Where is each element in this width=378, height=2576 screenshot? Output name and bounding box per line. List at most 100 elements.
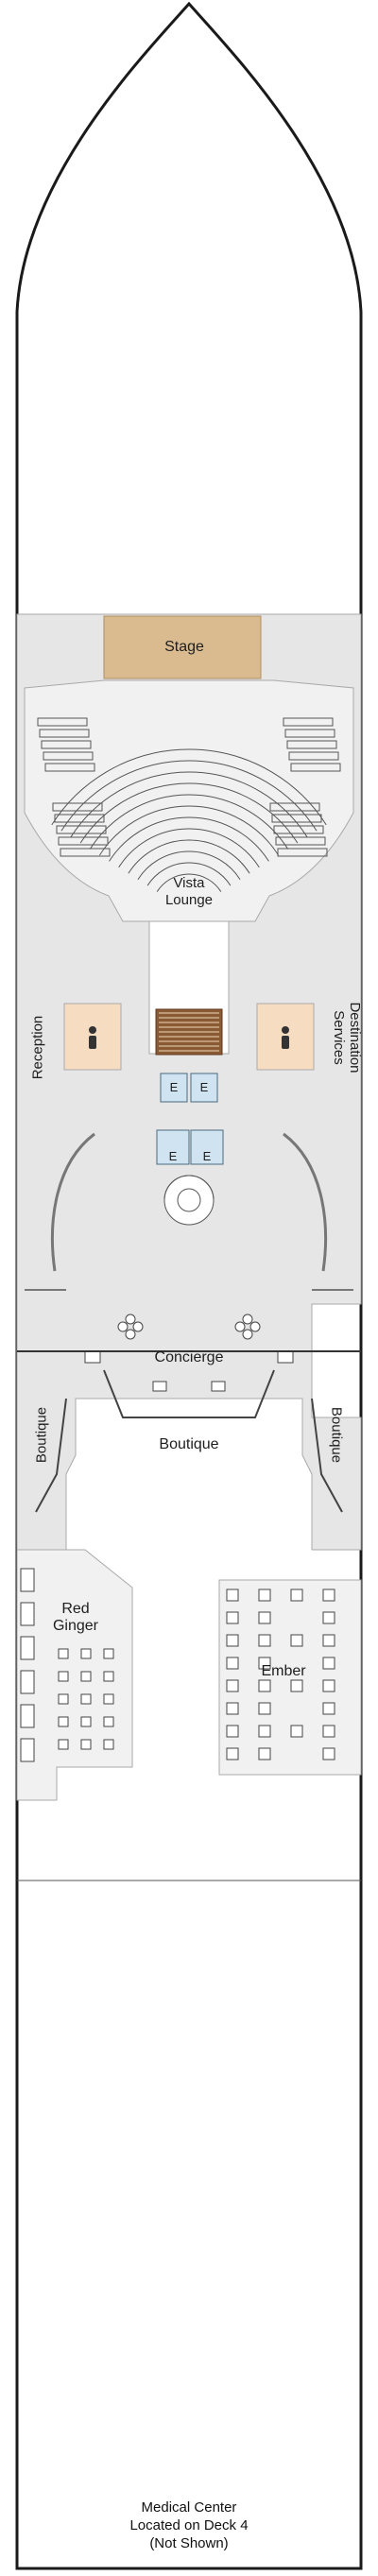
vista-lounge-line2: Lounge [164, 892, 214, 908]
table [322, 1589, 335, 1602]
table [80, 1739, 92, 1750]
label-boutique-left: Boutique [33, 1406, 50, 1464]
table [322, 1702, 335, 1715]
seat-block [54, 814, 105, 823]
table [226, 1589, 239, 1602]
table [322, 1725, 335, 1738]
vista-lounge-area [24, 679, 354, 922]
person-icon [89, 1026, 289, 1049]
seat-block [284, 729, 335, 738]
table [226, 1725, 239, 1738]
table [322, 1679, 335, 1692]
seat-block [39, 729, 90, 738]
table [322, 1657, 335, 1670]
label-reception: Reception [29, 1015, 46, 1080]
spiral-staircase [163, 1175, 215, 1226]
table [290, 1589, 303, 1602]
booth [20, 1568, 35, 1592]
seat-row [89, 794, 289, 850]
table [290, 1725, 303, 1738]
seat-block [58, 836, 109, 846]
seat-block [275, 836, 326, 846]
table [80, 1716, 92, 1727]
label-ember: Ember [261, 1663, 306, 1679]
booth [20, 1704, 35, 1728]
table [258, 1611, 271, 1624]
seat-row [146, 862, 232, 886]
elevator-bank-upper [160, 1073, 218, 1103]
stair-steps [159, 1012, 219, 1052]
seat-block [44, 763, 95, 772]
label-elevator-1: E [169, 1080, 179, 1094]
ember-tables [226, 1589, 335, 1760]
red-ginger-area [16, 1549, 133, 1801]
table [258, 1589, 271, 1602]
seat-block [41, 740, 92, 749]
seat-block [290, 763, 341, 772]
table [58, 1671, 69, 1682]
lobby-right-curve [283, 1132, 328, 1272]
table [103, 1693, 114, 1705]
seat-block [273, 825, 324, 834]
seat-row [137, 850, 241, 880]
table [58, 1739, 69, 1750]
table [258, 1725, 271, 1738]
label-destination-services: Destination Services [331, 1002, 363, 1073]
seat-row [118, 828, 260, 868]
seat-block [52, 802, 103, 812]
seat-block [271, 814, 322, 823]
table [258, 1679, 271, 1692]
label-vista-lounge: Vista Lounge [149, 875, 229, 909]
table [226, 1679, 239, 1692]
seat-row [156, 873, 222, 892]
table [226, 1611, 239, 1624]
seat-row [60, 760, 318, 832]
booth [20, 1602, 35, 1626]
table [322, 1611, 335, 1624]
table [258, 1747, 271, 1760]
seat-block [286, 740, 337, 749]
seat-block [269, 802, 320, 812]
table [103, 1739, 114, 1750]
table [103, 1716, 114, 1727]
table [80, 1671, 92, 1682]
label-red-ginger: Red Ginger [52, 1601, 99, 1634]
theater-seating [37, 717, 341, 892]
table [226, 1657, 239, 1670]
table [258, 1634, 271, 1647]
seat-block [288, 751, 339, 761]
label-elevator-4: E [202, 1149, 212, 1163]
table [258, 1702, 271, 1715]
booth [20, 1670, 35, 1694]
label-stage: Stage [164, 639, 204, 655]
table [103, 1648, 114, 1659]
seat-row [51, 748, 327, 826]
table [322, 1634, 335, 1647]
table [58, 1716, 69, 1727]
boutique-walls [35, 1369, 343, 1513]
booth [20, 1636, 35, 1660]
seat-row [70, 771, 308, 837]
table [58, 1648, 69, 1659]
table [226, 1702, 239, 1715]
note-line1: Medical Center [141, 2499, 237, 2516]
seat-block [283, 717, 334, 727]
table [290, 1679, 303, 1692]
red-ginger-tables [20, 1568, 114, 1762]
lobby-seating [84, 1314, 294, 1392]
note-line2: Located on Deck 4 [129, 2517, 249, 2533]
lobby-left-curve [50, 1132, 95, 1272]
table [258, 1657, 271, 1670]
booth [20, 1738, 35, 1762]
label-elevator-3: E [168, 1149, 178, 1163]
seat-row [99, 805, 279, 856]
seat-block [277, 848, 328, 857]
label-concierge: Concierge [154, 1349, 224, 1365]
table [80, 1648, 92, 1659]
table [80, 1693, 92, 1705]
table [103, 1671, 114, 1682]
seat-row [109, 816, 269, 862]
label-elevator-2: E [199, 1080, 209, 1094]
elevator-bank-lower [156, 1129, 224, 1165]
